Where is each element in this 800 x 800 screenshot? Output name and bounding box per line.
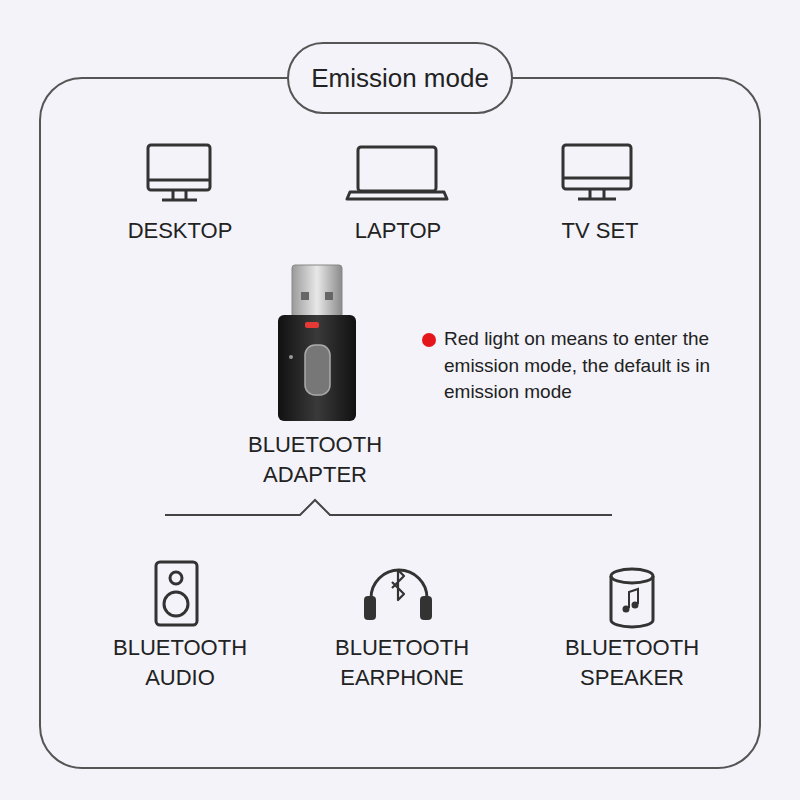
frame [40,78,760,768]
red-dot [422,333,436,347]
device-label: BLUETOOTH EARPHONE [317,633,487,693]
tv-icon [563,145,631,199]
bluetooth-adapter [278,265,356,421]
device-label: LAPTOP [298,216,498,246]
device-label: TV SET [500,216,700,246]
desktop-icon [148,145,210,200]
bracket [165,500,612,515]
title-pill: Emission mode [287,42,513,114]
speaker-icon [611,569,653,627]
note-text: Red light on means to enter the emission… [444,326,762,406]
device-label: DESKTOP [80,216,280,246]
earphone-icon [364,570,432,620]
title-text: Emission mode [311,63,489,94]
laptop-icon [347,147,447,199]
device-label: BLUETOOTH ADAPTER [230,430,400,490]
audio-icon [156,562,197,625]
device-label: BLUETOOTH AUDIO [95,633,265,693]
device-label: BLUETOOTH SPEAKER [547,633,717,693]
